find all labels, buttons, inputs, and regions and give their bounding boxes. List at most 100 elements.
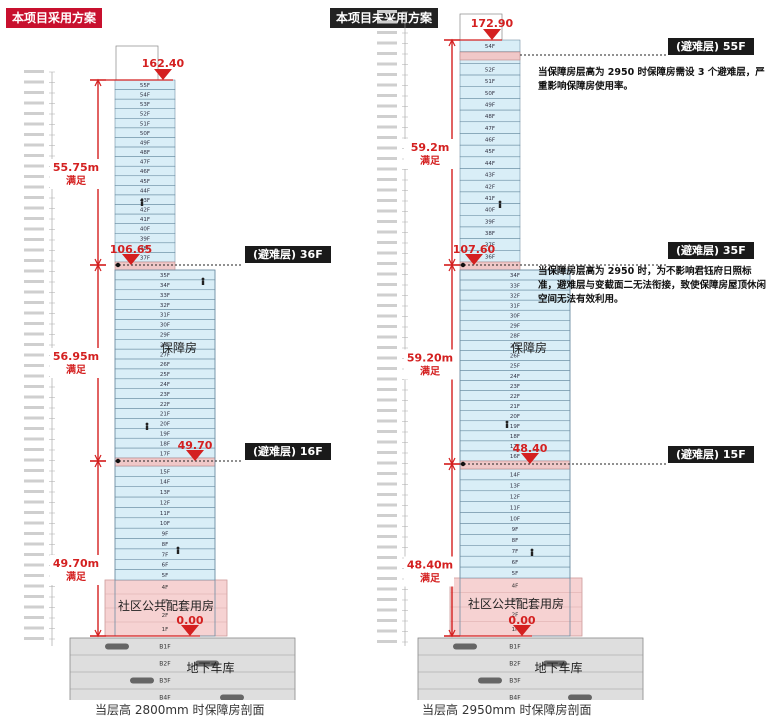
tower-middle-floor-label: 22F [160,402,170,408]
elevation-ruler-tick-text [377,62,397,66]
elevation-ruler-tick-text [24,416,44,420]
elevation-ruler-tick-text [24,154,44,157]
elevation-ruler-tick-text [377,451,397,454]
elevation-ruler-tick-text [24,427,44,430]
elevation-ruler-tick-text [377,493,397,496]
tower-middle-floor-label: 19F [510,424,520,430]
elevation-ruler-tick-text [377,335,397,339]
person-icon [176,546,180,550]
tower-middle-floor-label: 20F [160,422,170,428]
person-icon-body [145,425,149,430]
right-refuge-label-55f: (避难层) 55F [668,38,754,55]
upper-refuge-elevation-triangle [465,254,483,265]
tower-upper-floor-label: 40F [140,227,150,233]
ground-elevation-value: 0.00 [508,614,535,627]
elevation-ruler-tick-text [377,325,397,328]
tower-middle-floor-label: 35F [160,273,170,279]
tower-upper-floor-label: 48F [140,150,150,156]
elevation-ruler-tick-text [24,185,44,189]
tower-upper-floor-label: 53F [140,102,150,108]
left-caption: 当层高 2800mm 时保障房剖面 [95,703,265,717]
basement-label: 地下车库 [186,660,234,675]
dimension-middle-value-bg [404,349,454,380]
elevation-ruler-tick-text [24,395,44,399]
elevation-ruler-tick-text [24,353,44,357]
tower-lower-floor-label: 15F [160,469,170,475]
elevation-ruler-tick-text [24,238,44,241]
car-icon [130,677,154,684]
elevation-ruler-tick-text [24,80,44,84]
podium-floor-label: 3F [512,598,519,604]
elevation-ruler-tick-text [377,577,397,580]
basement-block [69,637,296,700]
tower-upper-floor-label: 50F [485,91,495,97]
elevation-ruler-tick-text [377,377,397,381]
elevation-ruler-tick-text [377,419,397,423]
elevation-ruler-tick-text [24,175,44,178]
tower-upper-floor-label: 43F [485,173,495,179]
elevation-ruler-tick-text [24,290,44,294]
elevation-ruler-tick-text [24,311,44,315]
elevation-ruler-tick-text [24,227,44,231]
refuge-marker-dot [460,461,466,467]
elevation-ruler-tick-text [377,283,397,286]
elevation-ruler-tick-text [24,143,44,147]
tower-middle-floor-label: 26F [160,362,170,368]
car-icon [543,660,567,667]
basement-floor-label: B4F [509,695,521,701]
tower-upper-floor-label: 51F [140,121,150,127]
upper-refuge-elevation-triangle [122,254,140,265]
dimension-upper-value-bg [50,159,100,189]
tower-middle-floor-label: 20F [510,414,520,420]
elevation-ruler-tick-text [24,626,44,630]
tower-lower-floor-label: 13F [160,490,170,496]
right-section: B1FB2FB3FB4F4F3F2F1F14F13F12F11F10F9F8F7… [377,10,666,700]
tower-middle-floor-label: 31F [160,313,170,319]
elevation-ruler-tick-text [24,112,44,115]
tower-lower-floor-label: 12F [160,500,170,506]
tower-upper-floor-label: 38F [140,246,150,252]
elevation-ruler-tick-text [377,83,397,87]
tower-upper-floor-label: 51F [485,79,495,85]
tower-middle-floor-label: 23F [160,392,170,398]
person-icon [530,548,534,552]
car-icon [105,643,129,650]
satisfy-label: 满足 [66,363,87,376]
tower-lower-floor-label: 6F [512,560,519,566]
podium-floor-label: 1F [162,627,169,633]
section-diagram: B1FB2FB3FB4F4F3F2F1F15F14F13F12F11F10F9F… [24,10,666,700]
elevation-ruler-tick-text [377,41,397,45]
right-note-mid: 当保障房层高为 2950 时，为不影响君钰府日照标准，避难层与变截面二无法衔接，… [538,266,767,305]
tower-middle-floor-label: 16F [510,454,520,460]
elevation-ruler-tick-text [377,178,397,181]
tower-upper-floor-label: 46F [140,169,150,175]
roof-structure [115,45,159,81]
elevation-ruler-tick-text [377,188,397,192]
elevation-ruler-tick-text [377,619,397,622]
tower-lower-floor-label: 8F [162,542,169,548]
elevation-ruler-tick-text [24,574,44,577]
elevation-ruler-tick-text [24,448,44,451]
elevation-ruler-tick-text [377,430,397,433]
person-icon-body [176,549,180,554]
tower-upper-floor-label: 52F [140,112,150,118]
tower-middle-floor-label: 17F [510,444,520,450]
tower-lower-floor-label: 14F [160,480,170,486]
tower-upper-floor-label: 39F [140,236,150,242]
podium-floor-label: 4F [162,585,169,591]
elevation-ruler-tick-text [377,10,397,13]
dimension-lower-value: 49.70m [53,557,99,570]
tower-upper-floor-label: 40F [485,208,495,214]
elevation-ruler-tick-text [377,272,397,276]
elevation-ruler-tick-text [24,217,44,220]
podium-floor-label: 2F [512,612,519,618]
elevation-ruler-tick-text [377,566,397,570]
elevation-ruler-tick-text [24,553,44,556]
tower-middle-floor-label: 18F [160,441,170,447]
elevation-ruler-tick-text [377,125,397,129]
tower-upper-floor-label: 47F [140,160,150,166]
elevation-ruler-tick-text [377,314,397,318]
podium-label: 社区公共配套用房 [468,596,564,611]
person-icon [145,422,149,426]
elevation-ruler-tick-text [377,598,397,601]
